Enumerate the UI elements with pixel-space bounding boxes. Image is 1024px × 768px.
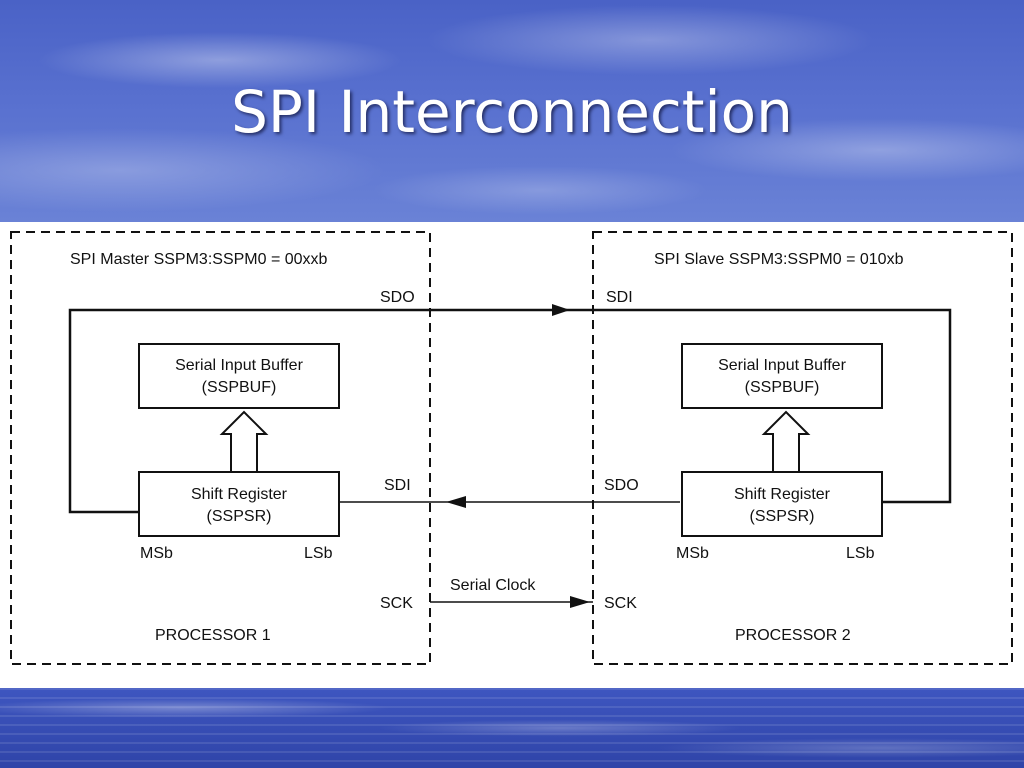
slave-sdi-label: SDI (606, 289, 633, 306)
sdi-arrowhead (446, 496, 466, 508)
processor-1-boundary (10, 231, 431, 665)
slave-shift-register-box (681, 471, 883, 537)
slave-sck-label: SCK (604, 595, 637, 612)
slide-title: SPI Interconnection (231, 78, 793, 146)
slave-shift-line1: Shift Register (734, 486, 831, 503)
slave-buffer-line2: (SSPBUF) (745, 379, 820, 396)
processor-2-boundary (592, 231, 1013, 665)
clock-arrowhead (570, 596, 590, 608)
master-sdi-label: SDI (384, 477, 411, 494)
master-lsb-label: LSb (304, 545, 333, 562)
master-shift-line1: Shift Register (191, 486, 288, 503)
slave-transfer-arrow (761, 410, 811, 473)
sea-background (0, 688, 1024, 768)
sdo-to-sdi-line (68, 308, 952, 514)
slave-msb-label: MSb (676, 545, 709, 562)
master-buffer-line1: Serial Input Buffer (175, 357, 303, 374)
slave-buffer-box (681, 343, 883, 409)
master-mode-label: SPI Master SSPM3:SSPM0 = 00xxb (70, 251, 328, 268)
master-sck-label: SCK (380, 595, 413, 612)
slave-sdo-label: SDO (604, 477, 639, 494)
slave-lsb-label: LSb (846, 545, 875, 562)
master-buffer-line2: (SSPBUF) (202, 379, 277, 396)
processor-2-label: PROCESSOR 2 (735, 627, 851, 644)
master-transfer-arrow (219, 410, 269, 473)
slave-shift-line2: (SSPSR) (750, 508, 815, 525)
master-msb-label: MSb (140, 545, 173, 562)
master-sdo-label: SDO (380, 289, 415, 306)
sdo-arrowhead (552, 304, 570, 316)
master-shift-line2: (SSPSR) (207, 508, 272, 525)
master-shift-register-box (138, 471, 340, 537)
slave-mode-label: SPI Slave SSPM3:SSPM0 = 010xb (654, 251, 904, 268)
spi-diagram: SPI Master SSPM3:SSPM0 = 00xxb SPI Slave… (10, 231, 1013, 665)
sky-background (0, 0, 1024, 222)
serial-clock-label: Serial Clock (450, 577, 536, 594)
slave-buffer-line1: Serial Input Buffer (718, 357, 846, 374)
master-buffer-box (138, 343, 340, 409)
diagram-panel: SPI Master SSPM3:SSPM0 = 00xxb SPI Slave… (0, 222, 1024, 688)
processor-1-label: PROCESSOR 1 (155, 627, 271, 644)
